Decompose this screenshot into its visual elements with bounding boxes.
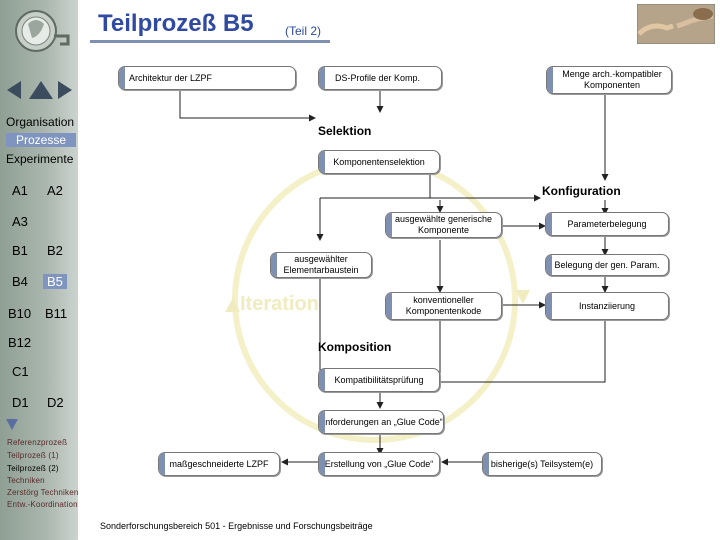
nav-a2[interactable]: A2 (47, 183, 63, 198)
iteration-arrowhead-right (515, 290, 530, 304)
nav-b10[interactable]: B10 (8, 306, 32, 321)
box-konventioneller-kode: konventioneller Komponentenkode (385, 292, 502, 320)
nav-arrows (7, 81, 72, 99)
nav-b12[interactable]: B12 (8, 335, 32, 350)
box-bisherige-teilsysteme: bisherige(s) Teilsystem(e) (482, 452, 602, 476)
page-title: Teilprozeß B5 (98, 10, 254, 37)
nav-experimente[interactable]: Experimente (6, 152, 74, 166)
box-instanziierung: Instanziierung (545, 292, 669, 320)
nav-c1[interactable]: C1 (12, 364, 29, 379)
box-kompatibilitaetspruefung: Kompatibilitätsprüfung (318, 368, 440, 392)
box-menge-komponenten: Menge arch.-kompatibler Komponenten (546, 66, 672, 94)
label-iteration: Iteration (240, 293, 319, 315)
label-selektion: Selektion (318, 124, 372, 138)
page-subtitle: (Teil 2) (285, 24, 322, 38)
link-teilprozess-2[interactable]: Teilprozeß (2) (7, 464, 59, 473)
box-belegung-param: Belegung der gen. Param. (545, 254, 669, 276)
link-teilprozess-1[interactable]: Teilprozeß (1) (7, 451, 59, 460)
box-parameterbelegung: Parameterbelegung (545, 212, 669, 236)
nav-prozesse[interactable]: Prozesse (6, 133, 76, 147)
box-elementarbaustein: ausgewählter Elementarbaustein (270, 252, 372, 278)
link-techniken[interactable]: Techniken (7, 476, 45, 485)
iteration-arrowhead-left (225, 298, 240, 312)
label-konfiguration: Konfiguration (542, 184, 621, 198)
arrow-left-icon[interactable] (7, 81, 21, 99)
nav-organisation[interactable]: Organisation (6, 115, 75, 129)
nav-b1[interactable]: B1 (12, 243, 28, 258)
link-entw-koordination[interactable]: Entw.-Koordination (7, 500, 78, 509)
box-architektur: Architektur der LZPF (118, 66, 296, 90)
box-komponentenselektion: Komponentenselektion (318, 150, 440, 174)
arrow-up-icon[interactable] (29, 81, 53, 99)
nav-b4[interactable]: B4 (12, 274, 28, 289)
arrow-down-icon[interactable] (6, 419, 18, 431)
box-erstellung-glue-code: Erstellung von „Glue Code“ (318, 452, 440, 476)
box-massgeschneiderte-lzpf: maßgeschneiderte LZPF (158, 452, 280, 476)
title-underline (90, 40, 330, 43)
nav-b2[interactable]: B2 (47, 243, 63, 258)
footer-text: Sonderforschungsbereich 501 - Ergebnisse… (100, 521, 373, 531)
creation-of-adam-image (637, 4, 715, 44)
nav-d1[interactable]: D1 (12, 395, 29, 410)
box-ds-profile: DS-Profile der Komp. (318, 66, 442, 90)
box-generische-komponente: ausgewählte generische Komponente (385, 212, 502, 238)
arrow-right-icon[interactable] (58, 81, 72, 99)
nav-b5[interactable]: B5 (43, 274, 67, 289)
logo (15, 10, 70, 52)
nav-a1[interactable]: A1 (12, 183, 28, 198)
nav-d2[interactable]: D2 (47, 395, 64, 410)
nav-b11[interactable]: B11 (45, 306, 68, 321)
nav-a3[interactable]: A3 (12, 214, 28, 229)
label-komposition: Komposition (318, 340, 392, 354)
link-referenzprozess[interactable]: Referenzprozeß (7, 438, 68, 447)
box-anforderungen-glue-code: Anforderungen an „Glue Code“ (318, 410, 444, 434)
link-zerstoerg-techniken[interactable]: Zerstörg Techniken (7, 488, 79, 497)
